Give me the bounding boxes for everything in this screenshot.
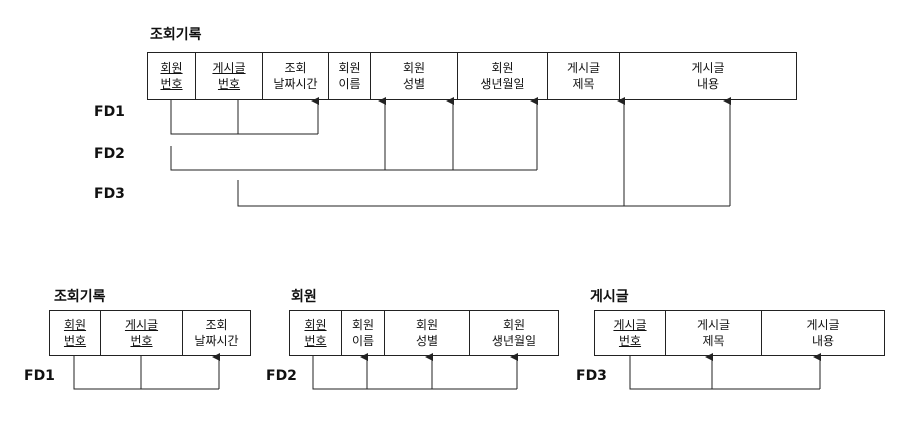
top-fd3-arrows [237,97,731,207]
fd1-label: FD1 [94,104,125,120]
bottom-fd2-label: FD2 [266,368,297,384]
top-table-title: 조회기록 [150,27,202,43]
bottom-fd1-label: FD1 [24,368,55,384]
bottom-table1-title: 조회기록 [54,289,106,305]
bottom-fd2-arrows [312,353,518,390]
fd2-label: FD2 [94,146,125,162]
bottom-fd3-label: FD3 [576,368,607,384]
fd3-label: FD3 [94,186,125,202]
bottom-table3-title: 게시글 [590,289,629,305]
top-fd2-arrows [170,97,538,171]
bottom-fd3-arrows [629,353,821,390]
top-fd1-arrows [170,97,319,135]
bottom-table2-title: 회원 [291,289,317,305]
bottom-fd1-arrows [73,353,220,390]
